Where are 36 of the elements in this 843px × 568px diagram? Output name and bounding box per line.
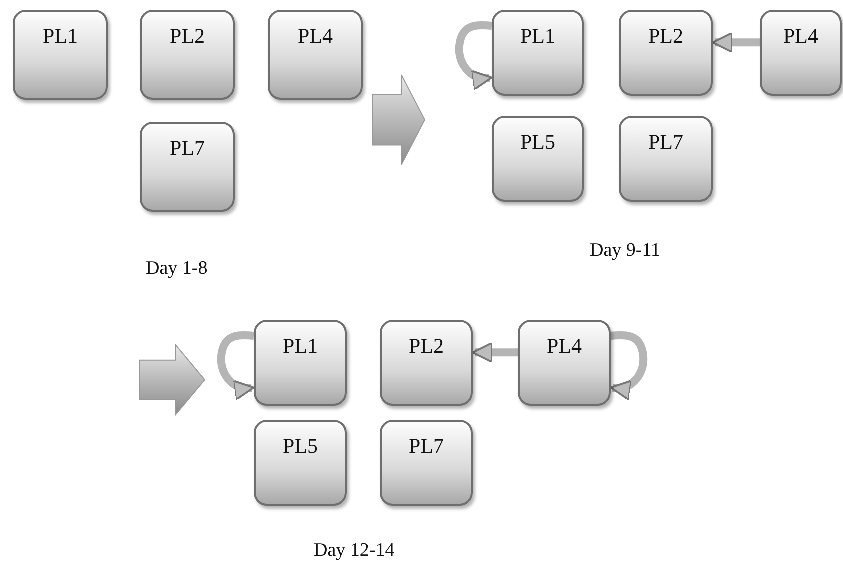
node-label: PL4 [298, 26, 333, 47]
node-label: PL2 [170, 26, 205, 47]
process-box [380, 320, 473, 406]
node-label: PL7 [408, 436, 444, 457]
node-label: PL1 [520, 26, 556, 47]
node-label: PL5 [282, 436, 318, 457]
node-label: PL7 [170, 138, 205, 159]
process-box [268, 10, 363, 100]
node-label: PL7 [648, 132, 684, 153]
node-label: PL5 [520, 132, 556, 153]
process-box [492, 116, 584, 202]
process-box [254, 320, 347, 406]
node-label: PL4 [783, 26, 818, 47]
stage-label: Day 1-8 [146, 258, 208, 280]
process-box [140, 122, 235, 212]
process-box [13, 10, 108, 100]
node-label: PL1 [282, 336, 318, 357]
process-box [254, 420, 347, 506]
process-box [760, 10, 842, 96]
arrow [455, 21, 493, 91]
process-box [380, 420, 473, 506]
node-label: PL1 [42, 26, 78, 47]
node-label: PL4 [546, 336, 582, 357]
process-box [518, 320, 611, 406]
node-label: PL2 [648, 26, 684, 47]
stage-label: Day 12-14 [314, 540, 395, 562]
arrow [472, 342, 518, 364]
process-box [492, 10, 584, 96]
node-label: PL2 [408, 336, 444, 357]
arrow [610, 331, 648, 401]
arrow [712, 32, 760, 54]
process-box [140, 10, 235, 100]
process-box [619, 10, 713, 96]
process-box [619, 116, 713, 202]
stage-label: Day 9-11 [590, 240, 661, 262]
arrow [217, 331, 255, 401]
